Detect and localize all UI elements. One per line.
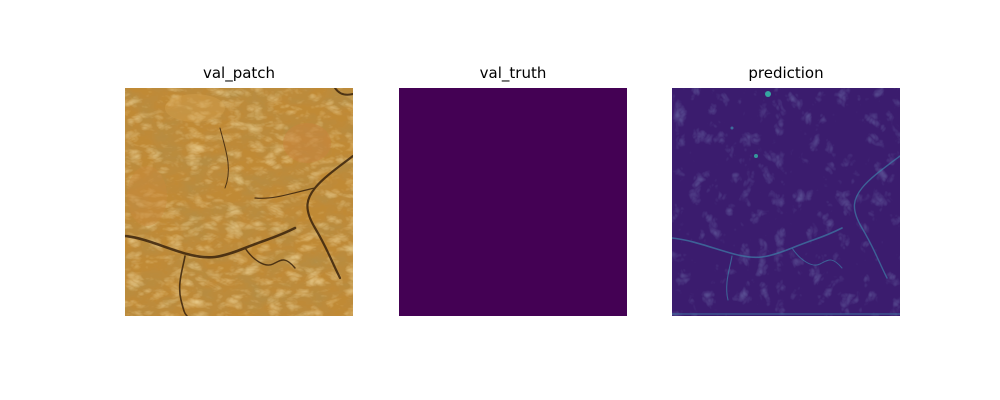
val-patch-image <box>125 88 353 316</box>
val-truth-image <box>399 88 627 316</box>
panel-title-val-patch: val_patch <box>202 64 276 82</box>
panel-title-val-truth: val_truth <box>479 64 547 82</box>
panel-title-prediction: prediction <box>748 64 824 82</box>
prediction-image <box>672 88 900 316</box>
